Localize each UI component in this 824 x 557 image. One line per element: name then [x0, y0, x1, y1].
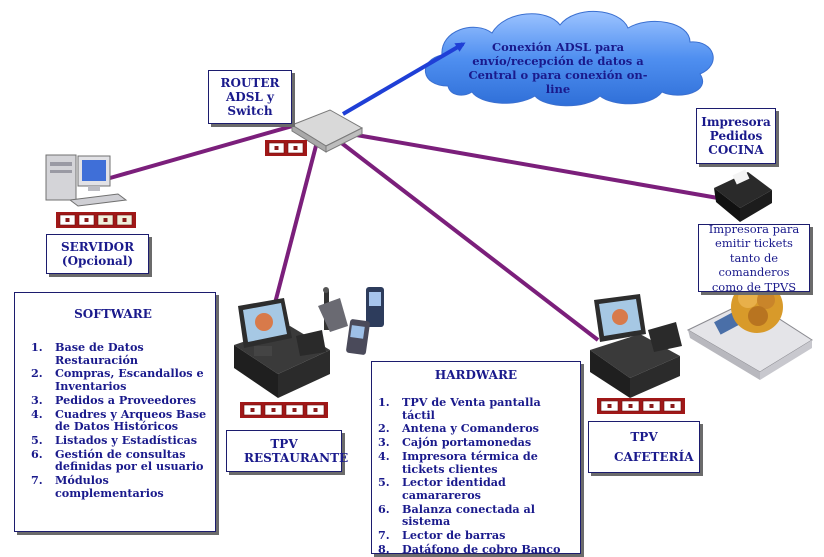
software-item: 4.Cuadres y Arqueos Base de Datos Histór…	[31, 406, 207, 434]
port-block-cafeteria	[597, 398, 685, 414]
tpv-restaurante-terminal	[234, 287, 384, 398]
adsl-cloud	[424, 11, 714, 107]
hardware-item: 3.Cajón portamonedas	[378, 435, 532, 450]
link-router-servidor	[109, 121, 304, 180]
port-block-router	[265, 140, 307, 156]
hardware-item: 1.TPV de Venta pantalla táctil	[378, 395, 541, 422]
hardware-item: 6.Balanza conectada al sistema	[378, 501, 536, 529]
hardware-item: 8.Datáfono de cobro Banco	[378, 541, 561, 556]
software-item: 2.Compras, Escandallos e Inventarios	[31, 366, 204, 393]
hardware-item: 4.Impresora térmica de tickets clientes	[378, 448, 538, 476]
ticket-printer-note-box: Impresora para emitir tickets tanto de c…	[698, 221, 810, 294]
port-block-restaurante	[240, 402, 328, 418]
tpv-cafeteria-box: TPV CAFETERÍA	[588, 421, 700, 473]
ticket-printer-note: Impresora para emitir tickets tanto de c…	[708, 221, 800, 294]
link-adsl-arrow	[341, 42, 466, 116]
tpv-cafeteria-terminal	[590, 294, 682, 398]
scale-icon	[686, 281, 813, 380]
router-label: ROUTER ADSL y Switch	[220, 76, 280, 118]
adsl-cloud-label: Conexión ADSL para envío/recepción de da…	[468, 40, 648, 96]
servidor-label-box: SERVIDOR (Opcional)	[46, 234, 149, 274]
link-router-cocina	[344, 131, 719, 200]
hardware-item: 7.Lector de barras	[378, 528, 506, 543]
router-label-box: ROUTER ADSL y Switch	[208, 70, 292, 124]
link-router-restaurante	[266, 137, 320, 331]
software-item: 1.Base de Datos Restauración	[31, 340, 144, 367]
hardware-item: 2.Antena y Comanderos	[378, 421, 539, 436]
hardware-title: HARDWARE	[434, 368, 518, 382]
software-item: 5.Listados y Estadísticas	[31, 432, 198, 447]
software-item: 6.Gestión de consultas definidas por el …	[31, 446, 204, 474]
software-item: 7.Módulos complementarios	[31, 473, 164, 500]
network-links	[109, 42, 719, 342]
tpv-restaurante-label: TPV RESTAURANTE	[244, 437, 349, 465]
tpv-cafeteria-label: TPV CAFETERÍA	[614, 430, 694, 464]
software-title: SOFTWARE	[74, 307, 152, 321]
router-device	[290, 109, 364, 153]
kitchen-printer-icon	[714, 169, 772, 222]
cocina-label-box: Impresora Pedidos COCINA	[696, 108, 776, 164]
software-item: 3.Pedidos a Proveedores	[31, 392, 197, 407]
port-block-servidor	[56, 212, 136, 228]
hardware-item: 5.Lector identidad camarareros	[378, 475, 506, 502]
link-router-cafeteria	[333, 136, 600, 342]
tpv-restaurante-box: TPV RESTAURANTE	[226, 430, 349, 472]
server-computer-icon	[45, 154, 128, 207]
cocina-label: Impresora Pedidos COCINA	[701, 115, 771, 157]
servidor-label: SERVIDOR (Opcional)	[60, 240, 135, 268]
